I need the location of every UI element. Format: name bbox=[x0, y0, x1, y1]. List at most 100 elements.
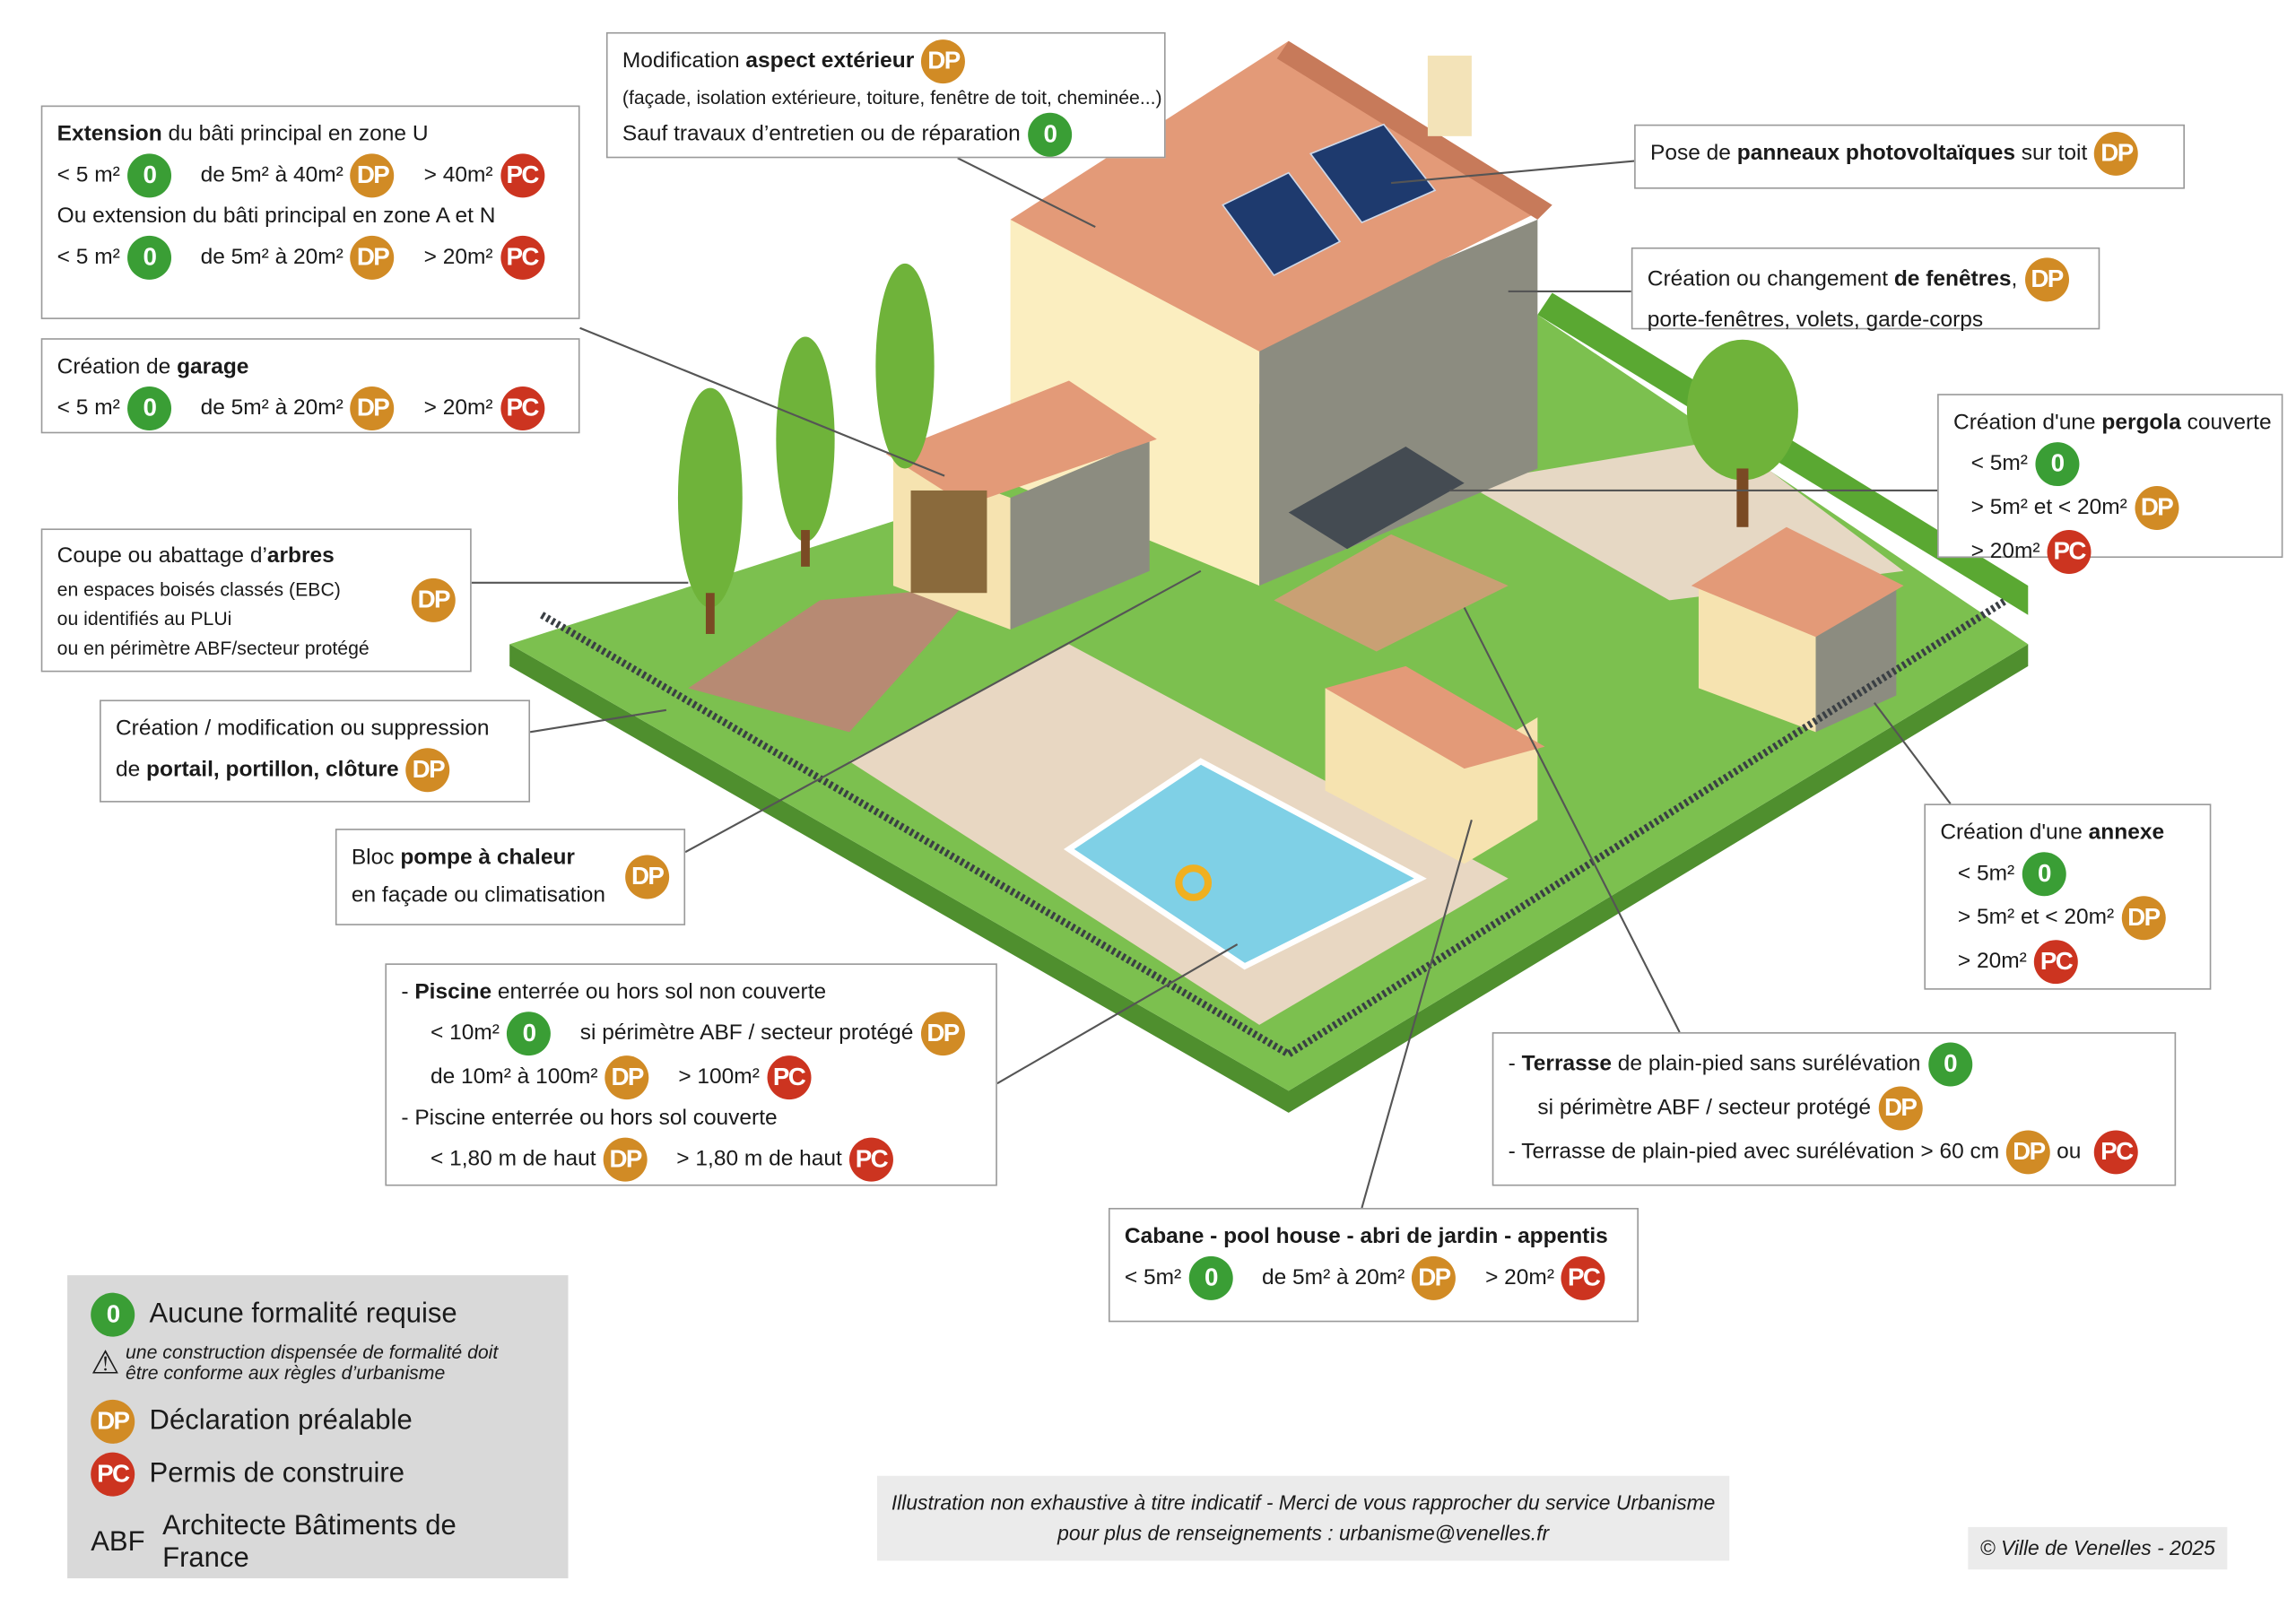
callout-text: - bbox=[1508, 1051, 1522, 1077]
callout-text: Bloc bbox=[351, 845, 401, 870]
callout-text: < 5 m² bbox=[57, 244, 120, 270]
chimney bbox=[1427, 56, 1472, 136]
badge-dp: DP bbox=[351, 235, 395, 280]
callout-text: > 20m² bbox=[1485, 1264, 1554, 1290]
disclaimer-note: Illustration non exhaustive à titre indi… bbox=[876, 1475, 1730, 1561]
callout-heatpump: Bloc pompe à chaleur en façade ou climati… bbox=[335, 829, 686, 925]
badge-pc: PC bbox=[500, 235, 544, 280]
callout-line: < 5m² 0 bbox=[1940, 852, 2195, 897]
badge-dp: DP bbox=[1878, 1086, 1923, 1131]
callout-text: en façade ou climatisation bbox=[351, 882, 606, 908]
callout-extension: Extension du bâti principal en zone U < 5… bbox=[40, 105, 580, 319]
badge-dp: DP bbox=[91, 1399, 135, 1444]
callout-line: Bloc pompe à chaleur bbox=[352, 839, 605, 877]
callout-text: < 1,80 m de haut bbox=[430, 1146, 596, 1172]
callout-text: Ou extension du bâti principal en zone A… bbox=[57, 203, 496, 229]
terrace-deck bbox=[1274, 534, 1509, 652]
callout-text: enterrée ou hors sol non couverte bbox=[491, 979, 827, 1005]
badge-pc: PC bbox=[1561, 1255, 1606, 1300]
note-line1: Illustration non exhaustive à titre indi… bbox=[891, 1490, 1716, 1515]
pool-float bbox=[1175, 864, 1213, 901]
tree-trunks bbox=[705, 468, 1749, 634]
badge-dp: DP bbox=[1412, 1255, 1457, 1300]
callout-line: Création / modification ou suppression bbox=[116, 710, 514, 748]
callout-text: garage bbox=[177, 354, 249, 379]
callout-solar: Pose de panneaux photovoltaïques sur toi… bbox=[1634, 124, 2185, 189]
garage-roof bbox=[885, 380, 1157, 506]
badge-dp: DP bbox=[2024, 257, 2069, 302]
pool-house-roof bbox=[1325, 665, 1545, 769]
callout-text: du bâti principal en zone U bbox=[161, 121, 429, 147]
callout-text: de plain-pied sans surélévation bbox=[1611, 1051, 1921, 1077]
callout-text: > 40m² bbox=[423, 162, 493, 187]
callout-text: de 5m² à 40m² bbox=[200, 162, 344, 187]
callout-text: Création / modification ou suppression bbox=[115, 716, 490, 742]
badge-none: 0 bbox=[507, 1012, 552, 1056]
legend-pc-label: Permis de construire bbox=[149, 1457, 405, 1489]
note-line2: pour plus de renseignements : urbanisme@… bbox=[1057, 1521, 1550, 1545]
badge-none: 0 bbox=[126, 386, 171, 431]
callout-cabin: Cabane - pool house - abri de jardin - a… bbox=[1108, 1207, 1639, 1323]
callout-line: - Terrasse de plain-pied sans surélévati… bbox=[1508, 1042, 2161, 1087]
callout-text: Création de bbox=[57, 354, 178, 379]
badge-pc: PC bbox=[2047, 530, 2092, 575]
callout-text: de 10m² à 100m² bbox=[430, 1064, 598, 1090]
callout-text: ou bbox=[2050, 1139, 2088, 1164]
badge-none: 0 bbox=[1027, 112, 1072, 157]
callout-text: > 5m² et < 20m² bbox=[1957, 905, 2115, 930]
badge-pc: PC bbox=[500, 153, 544, 198]
callout-text: de bbox=[115, 757, 147, 782]
callout-text: portail, portillon, clôture bbox=[146, 757, 399, 782]
callout-text: > 100m² bbox=[678, 1064, 760, 1090]
badge-pc: PC bbox=[767, 1055, 812, 1100]
callout-line: si périmètre ABF / secteur protégé DP bbox=[1509, 1086, 2161, 1131]
badge-dp: DP bbox=[405, 748, 450, 793]
badge-dp: DP bbox=[2121, 896, 2166, 941]
badge-pc: PC bbox=[848, 1137, 893, 1182]
callout-text: Coupe ou abattage d’ bbox=[57, 543, 267, 569]
callout-text: - Terrasse de plain-pied avec surélévati… bbox=[1508, 1139, 2000, 1164]
callout-line: - Piscine enterrée ou hors sol non couve… bbox=[401, 974, 981, 1012]
badge-pc: PC bbox=[2094, 1130, 2139, 1175]
callout-text: > 20m² bbox=[423, 244, 493, 270]
annex-roof bbox=[1691, 526, 1904, 638]
badge-none: 0 bbox=[126, 235, 171, 280]
legend-abf-label: Architecte Bâtiments de France bbox=[162, 1510, 457, 1574]
badge-none: 0 bbox=[2022, 852, 2066, 897]
path bbox=[688, 586, 981, 733]
legend-warning-line1: une construction dispensée de formalité … bbox=[125, 1341, 499, 1364]
leader-lines bbox=[471, 157, 1952, 1209]
badge-dp: DP bbox=[351, 153, 395, 198]
callout-text: Pose de bbox=[1650, 140, 1737, 166]
callout-text: si périmètre ABF / secteur protégé bbox=[1537, 1095, 1871, 1121]
trees bbox=[677, 263, 1798, 608]
callout-line: (façade, isolation extérieure, toiture, … bbox=[622, 83, 1162, 113]
callout-text: Extension bbox=[57, 121, 162, 147]
callout-text: > 20m² bbox=[1957, 948, 2027, 974]
callout-text: de 5m² à 20m² bbox=[200, 244, 344, 270]
callout-text: pompe à chaleur bbox=[400, 845, 575, 870]
callout-text: Modification bbox=[622, 48, 746, 74]
callout-text: (façade, isolation extérieure, toiture, … bbox=[622, 86, 1162, 109]
badge-dp: DP bbox=[921, 39, 966, 84]
badge-pc: PC bbox=[500, 386, 544, 431]
callout-text: arbres bbox=[266, 543, 335, 569]
callout-text: < 5m² bbox=[1957, 861, 2015, 886]
callout-text: de 5m² à 20m² bbox=[200, 395, 344, 421]
callout-text: < 5m² bbox=[1970, 450, 2028, 476]
callout-line: Pose de panneaux photovoltaïques sur toi… bbox=[1650, 131, 2169, 176]
callout-text: aspect extérieur bbox=[745, 48, 915, 74]
callout-text: - bbox=[401, 979, 415, 1005]
legend-none-label: Aucune formalité requise bbox=[149, 1298, 457, 1330]
badge-none: 0 bbox=[1188, 1255, 1233, 1300]
callout-line: Création d'une pergola couverte bbox=[1953, 404, 2272, 442]
callout-line: - Terrasse de plain-pied avec surélévati… bbox=[1508, 1130, 2161, 1175]
